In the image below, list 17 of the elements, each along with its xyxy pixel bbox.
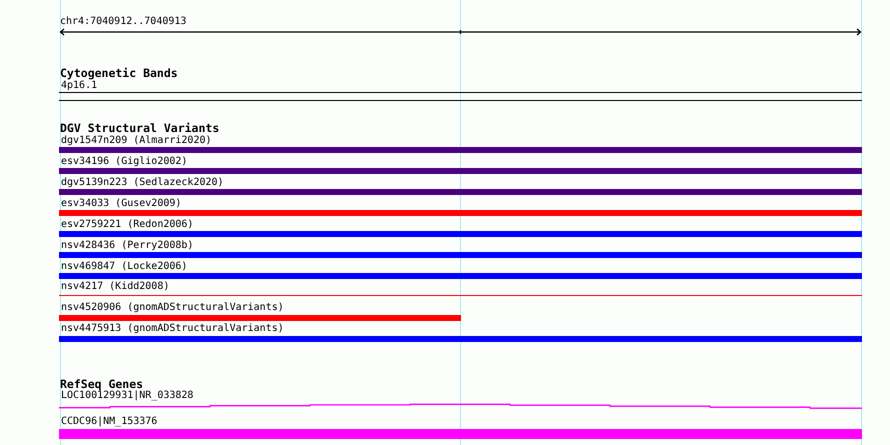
feature-label: nsv4217 (Kidd2008) bbox=[61, 281, 170, 292]
feature-label: esv34033 (Gusev2009) bbox=[61, 198, 182, 208]
feature-label: nsv428436 (Perry2008b) bbox=[61, 240, 194, 250]
track-title: Cytogenetic Bands bbox=[60, 66, 178, 80]
feature-label: esv2759221 (Redon2006) bbox=[61, 218, 194, 230]
coordinate-label: chr4:7040912..7040913 bbox=[60, 16, 186, 27]
feature-label: esv34196 (Giglio2002) bbox=[61, 156, 188, 166]
feature-label: CCDC96|NM_153376 bbox=[61, 416, 158, 427]
track-title: DGV Structural Variants bbox=[60, 122, 220, 134]
feature-label: 4p16.1 bbox=[61, 80, 98, 92]
feature-label: nsv4520906 (gnomADStructuralVariants) bbox=[61, 302, 284, 314]
feature-label: dgv1547n209 (Almarri2020) bbox=[61, 134, 212, 146]
feature-label: nsv469847 (Locke2006) bbox=[61, 260, 188, 272]
feature-label: nsv4475913 (gnomADStructuralVariants) bbox=[61, 323, 284, 334]
feature-label: dgv5139n223 (Sedlazeck2020) bbox=[61, 176, 224, 188]
feature-label: LOC100129931|NR_033828 bbox=[61, 390, 194, 402]
track-title: RefSeq Genes bbox=[60, 378, 144, 391]
